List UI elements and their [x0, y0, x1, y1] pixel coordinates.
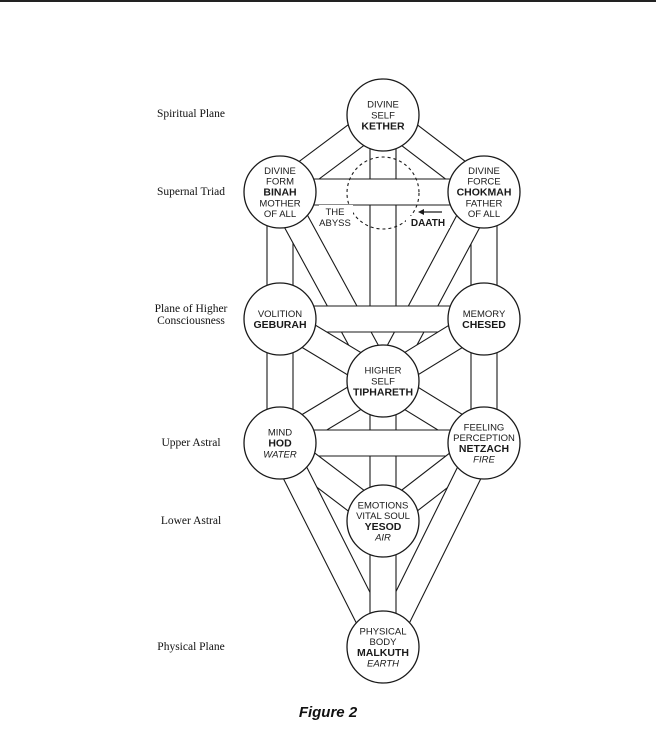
- plane-label-physical: Physical Plane: [157, 641, 225, 653]
- sephira-geburah-circle: [243, 282, 317, 356]
- sephira-malkuth-name: MALKUTH: [357, 647, 409, 659]
- sephira-malkuth-circle: [346, 610, 420, 684]
- sephira-malkuth-line2: BODY: [370, 637, 398, 648]
- sephira-binah-name: BINAH: [263, 187, 296, 199]
- sephira-netzach-line1: FEELING: [464, 422, 505, 433]
- sephira-yesod-line2: VITAL SOUL: [356, 511, 410, 522]
- sephira-yesod-element: AIR: [374, 533, 391, 544]
- sephira-tiphareth-circle: [346, 344, 420, 418]
- sephira-yesod-line1: EMOTIONS: [358, 500, 409, 511]
- sephira-hod-circle: [243, 406, 317, 480]
- sephira-geburah-name: GEBURAH: [253, 319, 306, 331]
- top-rule: [0, 0, 656, 2]
- sephira-malkuth-line1: PHYSICAL: [360, 626, 407, 637]
- sephira-chokmah-circle: [447, 155, 521, 229]
- sephira-netzach-circle: [447, 406, 521, 480]
- plane-label-lower-astral: Lower Astral: [160, 515, 222, 527]
- sephira-chokmah-line1: DIVINE: [468, 166, 500, 177]
- sephira-tiphareth-name: TIPHARETH: [353, 386, 413, 398]
- sephira-chesed-name: CHESED: [462, 319, 506, 331]
- sephira-geburah-line1: VOLITION: [258, 309, 302, 320]
- sephira-malkuth-element: EARTH: [367, 659, 399, 670]
- sephira-binah-line2: FORM: [266, 177, 294, 188]
- abyss-label-line2: ABYSS: [319, 218, 351, 229]
- abyss-label-line1: THE: [326, 207, 345, 218]
- plane-label-higher-line1: Plane of Higher: [154, 303, 228, 315]
- sephira-chokmah-after1: FATHER: [466, 198, 503, 209]
- sephira-binah-after1: MOTHER: [259, 198, 300, 209]
- plane-label-supernal: Supernal Triad: [156, 186, 226, 198]
- plane-label-upper-astral: Upper Astral: [161, 437, 221, 449]
- sephira-kether-line1: DIVINE: [367, 100, 399, 111]
- sephira-binah-circle: [243, 155, 317, 229]
- daath-label: DAATH: [411, 218, 445, 229]
- sephira-hod-line1: MIND: [268, 428, 292, 439]
- sephira-kether-circle: [346, 78, 420, 152]
- abyss-label-backing: [319, 205, 353, 227]
- sephira-chokmah-name: CHOKMAH: [457, 187, 512, 199]
- sephira-chokmah-line2: FORCE: [467, 177, 500, 188]
- sephiroth-layer: DIVINESELFKETHERDIVINEFORMBINAHMOTHEROF …: [243, 78, 521, 684]
- sephira-yesod-name: YESOD: [365, 521, 402, 533]
- sephira-binah-after2: OF ALL: [264, 209, 296, 220]
- sephira-chokmah-after2: OF ALL: [468, 209, 500, 220]
- daath-dashed-circle: [346, 156, 420, 230]
- daath-arrow-icon: [418, 209, 442, 215]
- sephira-binah-line1: DIVINE: [264, 166, 296, 177]
- sephira-kether-line2: SELF: [371, 111, 395, 122]
- sephira-netzach-element: FIRE: [473, 455, 495, 466]
- sephira-netzach-name: NETZACH: [459, 443, 509, 455]
- sephira-chesed-circle: [447, 282, 521, 356]
- sephira-chesed-line1: MEMORY: [463, 309, 506, 320]
- figure-caption: Figure 2: [298, 704, 358, 721]
- plane-label-higher-line2: Consciousness: [157, 315, 225, 327]
- sephira-netzach-line2: PERCEPTION: [453, 433, 515, 444]
- sephira-hod-element: WATER: [263, 449, 297, 460]
- plane-label-spiritual: Spiritual Plane: [156, 108, 226, 120]
- daath-circle: [346, 156, 420, 230]
- sephira-yesod-circle: [346, 484, 420, 558]
- sephira-kether-name: KETHER: [361, 120, 405, 132]
- sephira-hod-name: HOD: [268, 438, 292, 450]
- sephira-tiphareth-line2: SELF: [371, 377, 395, 388]
- daath-label-backing: [406, 216, 450, 228]
- sephira-tiphareth-line1: HIGHER: [365, 366, 402, 377]
